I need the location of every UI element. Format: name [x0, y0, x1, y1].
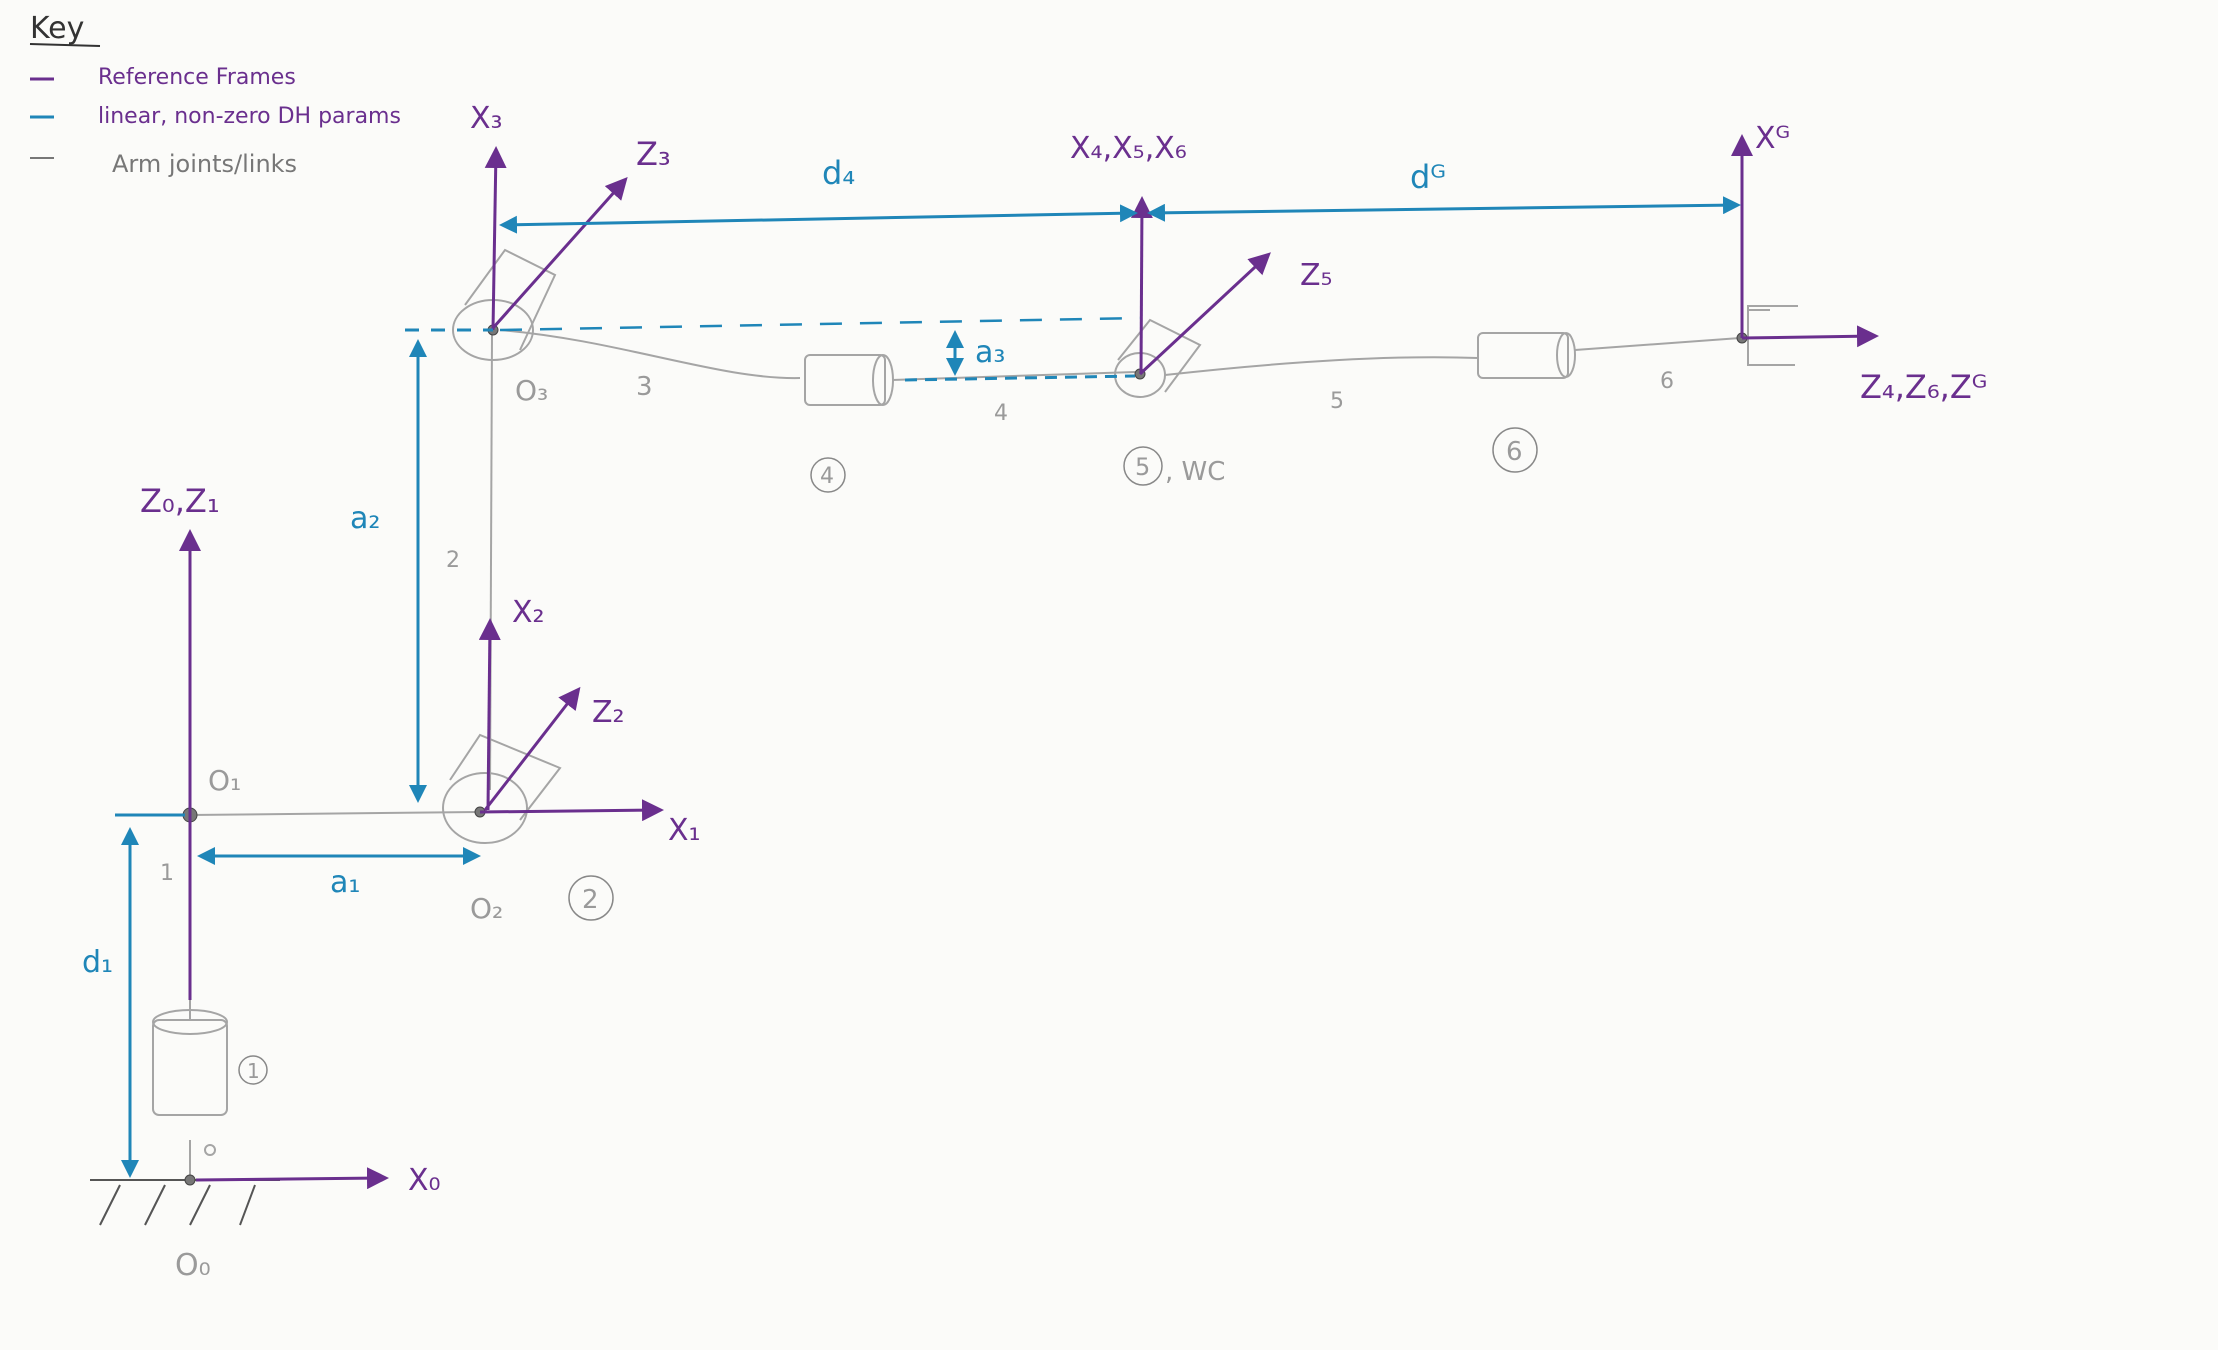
key-label-frames: Reference Frames [98, 65, 296, 90]
x4x5x6-axis [1130, 196, 1153, 375]
wc-label: , WC [1165, 457, 1225, 487]
svg-text:6: 6 [1506, 437, 1523, 467]
link-number-5: 5 [1330, 389, 1344, 414]
d4-dimension [499, 204, 1138, 234]
svg-text:2: 2 [582, 885, 599, 915]
joint-1-cylinder [152, 1009, 228, 1156]
a3-bottom-dashed [904, 374, 1136, 382]
z2-axis [483, 686, 581, 811]
reference-frames [179, 134, 1879, 1190]
label-a3: a₃ [975, 335, 1005, 370]
label-dg: dᴳ [1410, 158, 1446, 196]
label-z3: Z₃ [636, 135, 671, 173]
link-number-3: 3 [636, 372, 653, 402]
label-z0z1: Z₀,Z₁ [140, 482, 220, 520]
link-number-6: 6 [1660, 369, 1674, 394]
o0-dot [184, 1174, 196, 1186]
joint-label-2: 2 [568, 875, 614, 921]
ground-hatch [99, 1184, 256, 1226]
z5-axis [1138, 252, 1271, 376]
label-d1: d₁ [82, 945, 113, 980]
label-a2: a₂ [350, 501, 380, 536]
arm-links [90, 248, 1798, 1226]
svg-text:5: 5 [1135, 453, 1150, 481]
label-o3: O₃ [515, 374, 548, 407]
z4z6zg-axis [1741, 325, 1879, 348]
joint-label-6: 6 [1492, 427, 1538, 473]
label-z5: Z₅ [1300, 258, 1333, 293]
svg-text:1: 1 [247, 1059, 260, 1083]
link-number-4: 4 [994, 401, 1008, 426]
joint-4-cylinder [804, 354, 894, 406]
label-o2: O₂ [470, 892, 503, 925]
x0-axis [195, 1167, 389, 1190]
link-number-2: 2 [446, 548, 460, 573]
link-number-1: 1 [160, 861, 174, 886]
key-title-underline [29, 43, 101, 47]
label-z4z6zg: Z₄,Z₆,Zᴳ [1860, 368, 1987, 406]
svg-text:4: 4 [820, 464, 834, 489]
label-a1: a₁ [330, 865, 360, 900]
x2-axis [478, 618, 501, 811]
joint-label-5: 5 , WC [1123, 446, 1225, 487]
link-6 [1574, 337, 1741, 351]
dg-dimension [1147, 196, 1741, 222]
joint-label-4: 4 [810, 457, 846, 493]
gripper [1747, 305, 1798, 366]
x3-axis [484, 146, 507, 331]
label-x0: X₀ [408, 1163, 441, 1198]
key-label-dh: linear, non-zero DH params [98, 104, 401, 129]
link-3 [499, 329, 801, 380]
joint-3-cylinder [452, 248, 557, 361]
label-x2: X₂ [512, 595, 545, 630]
label-z2: Z₂ [592, 695, 625, 730]
label-x4x5x6: X₄,X₅,X₆ [1070, 131, 1187, 166]
joint-2-cylinder [442, 733, 562, 844]
label-d4: d₄ [822, 154, 855, 192]
label-xg: Xᴳ [1755, 121, 1790, 156]
key-legend: Key Reference Frames linear, non-zero DH… [29, 11, 401, 178]
link-o1-o2 [189, 811, 479, 816]
joint-label-1: 1 [238, 1055, 268, 1085]
o3-level-dashed [499, 316, 1141, 332]
joint-6-cylinder [1477, 332, 1576, 379]
label-o0: O₀ [175, 1248, 211, 1283]
key-label-links: Arm joints/links [112, 150, 297, 178]
x1-axis [479, 799, 664, 822]
label-o1: O₁ [208, 764, 241, 797]
label-x1: X₁ [668, 813, 701, 848]
link-5 [1164, 356, 1479, 376]
dh-parameters [115, 196, 1741, 1178]
label-x3: X₃ [470, 101, 503, 136]
key-title: Key [30, 11, 84, 46]
